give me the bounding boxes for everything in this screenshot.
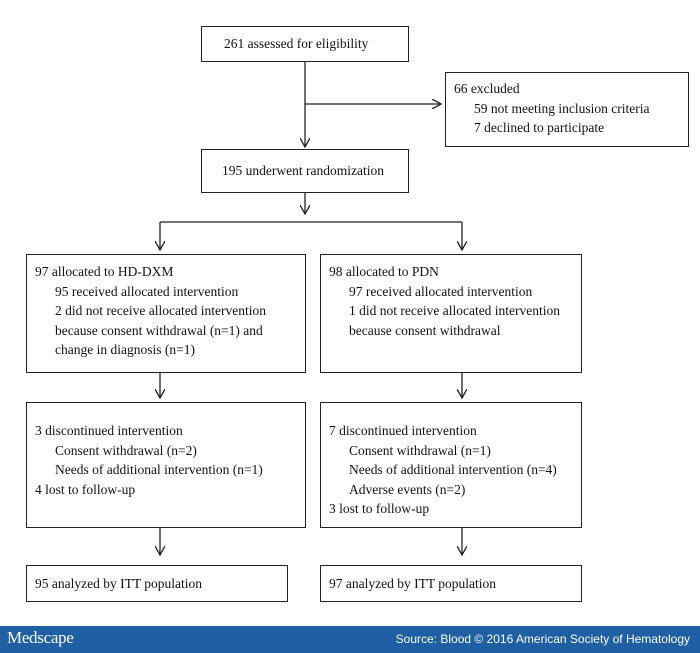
flow-arrows xyxy=(0,62,700,626)
excluded-reason: 59 not meeting inclusion criteria xyxy=(474,100,650,116)
right-followup-line: Adverse events (n=2) xyxy=(349,481,466,497)
right-allocation-line: 1 did not receive allocated intervention xyxy=(349,303,561,318)
right-allocation-title: 98 allocated to PDN xyxy=(329,264,439,279)
right-followup-title: 7 discontinued intervention xyxy=(329,423,477,438)
left-allocation-title: 97 allocated to HD-DXM xyxy=(35,264,174,279)
right-allocation-line: 97 received allocated intervention xyxy=(349,283,533,299)
left-analysis-box: 95 analyzed by ITT population xyxy=(26,565,288,602)
right-allocation-box: 98 allocated to PDN 97 received allocate… xyxy=(320,254,582,373)
randomized-box: 195 underwent randomization xyxy=(201,149,409,193)
medscape-logo: Medscape xyxy=(7,628,74,647)
left-followup-lost: 4 lost to follow-up xyxy=(35,481,136,497)
right-followup-box: 7 discontinued intervention Consent with… xyxy=(320,402,582,528)
left-followup-line: Needs of additional intervention (n=1) xyxy=(55,462,263,477)
randomized-text: 195 underwent randomization xyxy=(222,163,384,178)
excluded-reason: 7 declined to participate xyxy=(474,120,605,135)
right-analysis-text: 97 analyzed by ITT population xyxy=(329,576,496,591)
source-credit: Source: Blood © 2016 American Society of… xyxy=(395,632,690,646)
right-followup-lost: 3 lost to follow-up xyxy=(329,501,430,516)
assessed-box: 261 assessed for eligibility xyxy=(201,26,409,62)
right-allocation-line: because consent withdrawal xyxy=(349,322,501,338)
left-analysis-text: 95 analyzed by ITT population xyxy=(35,576,202,591)
right-followup-line: Needs of additional intervention (n=4) xyxy=(349,462,557,477)
left-allocation-box: 97 allocated to HD-DXM 95 received alloc… xyxy=(26,254,306,373)
left-allocation-line: because consent withdrawal (n=1) and xyxy=(55,322,263,338)
right-followup-line: Consent withdrawal (n=1) xyxy=(349,442,491,458)
left-followup-box: 3 discontinued intervention Consent with… xyxy=(26,402,306,528)
excluded-title: 66 excluded xyxy=(454,81,520,96)
left-followup-line: Consent withdrawal (n=2) xyxy=(55,442,197,458)
assessed-text: 261 assessed for eligibility xyxy=(224,36,369,51)
left-allocation-line: 2 did not receive allocated intervention xyxy=(55,303,267,318)
left-allocation-line: change in diagnosis (n=1) xyxy=(55,342,195,357)
left-allocation-line: 95 received allocated intervention xyxy=(55,283,239,299)
left-followup-title: 3 discontinued intervention xyxy=(35,423,183,438)
footer-bar: Medscape Source: Blood © 2016 American S… xyxy=(0,626,700,653)
right-analysis-box: 97 analyzed by ITT population xyxy=(320,565,582,602)
excluded-box: 66 excluded 59 not meeting inclusion cri… xyxy=(445,72,689,147)
